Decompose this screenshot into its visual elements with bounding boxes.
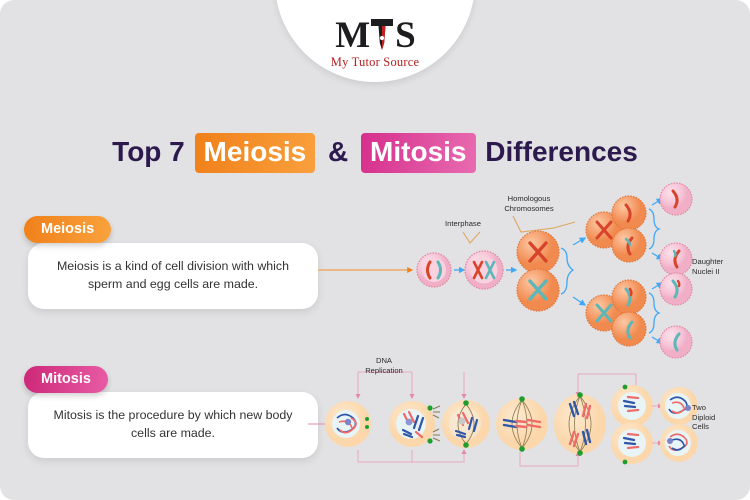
logo-letter-s: S — [395, 15, 416, 56]
label-homologous-chromosomes: Homologous Chromosomes — [504, 194, 554, 213]
meiosis-cell-II-top — [585, 211, 623, 249]
meiosis-description-text: Meiosis is a kind of cell division with … — [56, 259, 290, 291]
meiosis-daughter-nucleus-2 — [659, 242, 693, 276]
mitosis-cell-anaphase — [554, 392, 606, 456]
title-highlight-mitosis: Mitosis — [361, 133, 476, 173]
meiosis-pill-label: Meiosis — [24, 216, 112, 243]
meiosis-daughter-nucleus-1 — [659, 182, 693, 216]
logo-badge: M S My Tutor Source — [275, 0, 475, 82]
mitosis-cell-prometaphase — [442, 400, 490, 448]
label-two-diploid-cells: Two Diploid Cells — [692, 403, 716, 432]
mitosis-cell-telophase — [611, 384, 653, 465]
label-daughter-nuclei: Daughter Nuclei II — [692, 257, 724, 276]
mitosis-cell-interphase — [325, 401, 371, 447]
meiosis-daughter-nucleus-3 — [659, 272, 693, 306]
mitosis-cell-prophase — [389, 401, 441, 447]
mitosis-diagram — [325, 371, 698, 467]
meiosis-description-card: Meiosis is a kind of cell division with … — [28, 243, 318, 309]
mitosis-link-lines — [355, 371, 639, 467]
meiosis-brace-2 — [648, 198, 664, 344]
label-dna-replication: DNA Replication — [365, 356, 403, 375]
meiosis-cell-anaphaseII-bottom — [611, 279, 647, 347]
meiosis-cell-homologous — [464, 250, 504, 290]
pen-nib-icon — [369, 17, 395, 54]
title-conjunction: & — [328, 136, 349, 167]
meiosis-cell-II-bottom — [585, 294, 623, 332]
title-suffix: Differences — [485, 136, 638, 167]
logo-letter-m: M — [335, 15, 370, 56]
title-highlight-meiosis: Meiosis — [194, 133, 316, 173]
mitosis-cell-metaphase — [496, 396, 548, 452]
meiosis-cell-anaphaseII-top — [611, 195, 647, 263]
page-title: Top 7 Meiosis & Mitosis Differences — [0, 133, 750, 173]
meiosis-daughter-nucleus-4 — [659, 325, 693, 359]
mitosis-description-text: Mitosis is the procedure by which new bo… — [53, 408, 293, 440]
meiosis-brace-1 — [560, 237, 587, 306]
mitosis-description-card: Mitosis is the procedure by which new bo… — [28, 392, 318, 458]
meiosis-cell-dividing — [516, 230, 560, 312]
meiosis-cell-interphase — [416, 252, 452, 288]
title-prefix: Top 7 — [112, 136, 185, 167]
label-interphase: Interphase — [445, 219, 481, 228]
logo-wordmark: M S — [335, 17, 415, 54]
logo-tagline: My Tutor Source — [330, 55, 420, 69]
mitosis-pill-label: Mitosis — [24, 366, 108, 393]
